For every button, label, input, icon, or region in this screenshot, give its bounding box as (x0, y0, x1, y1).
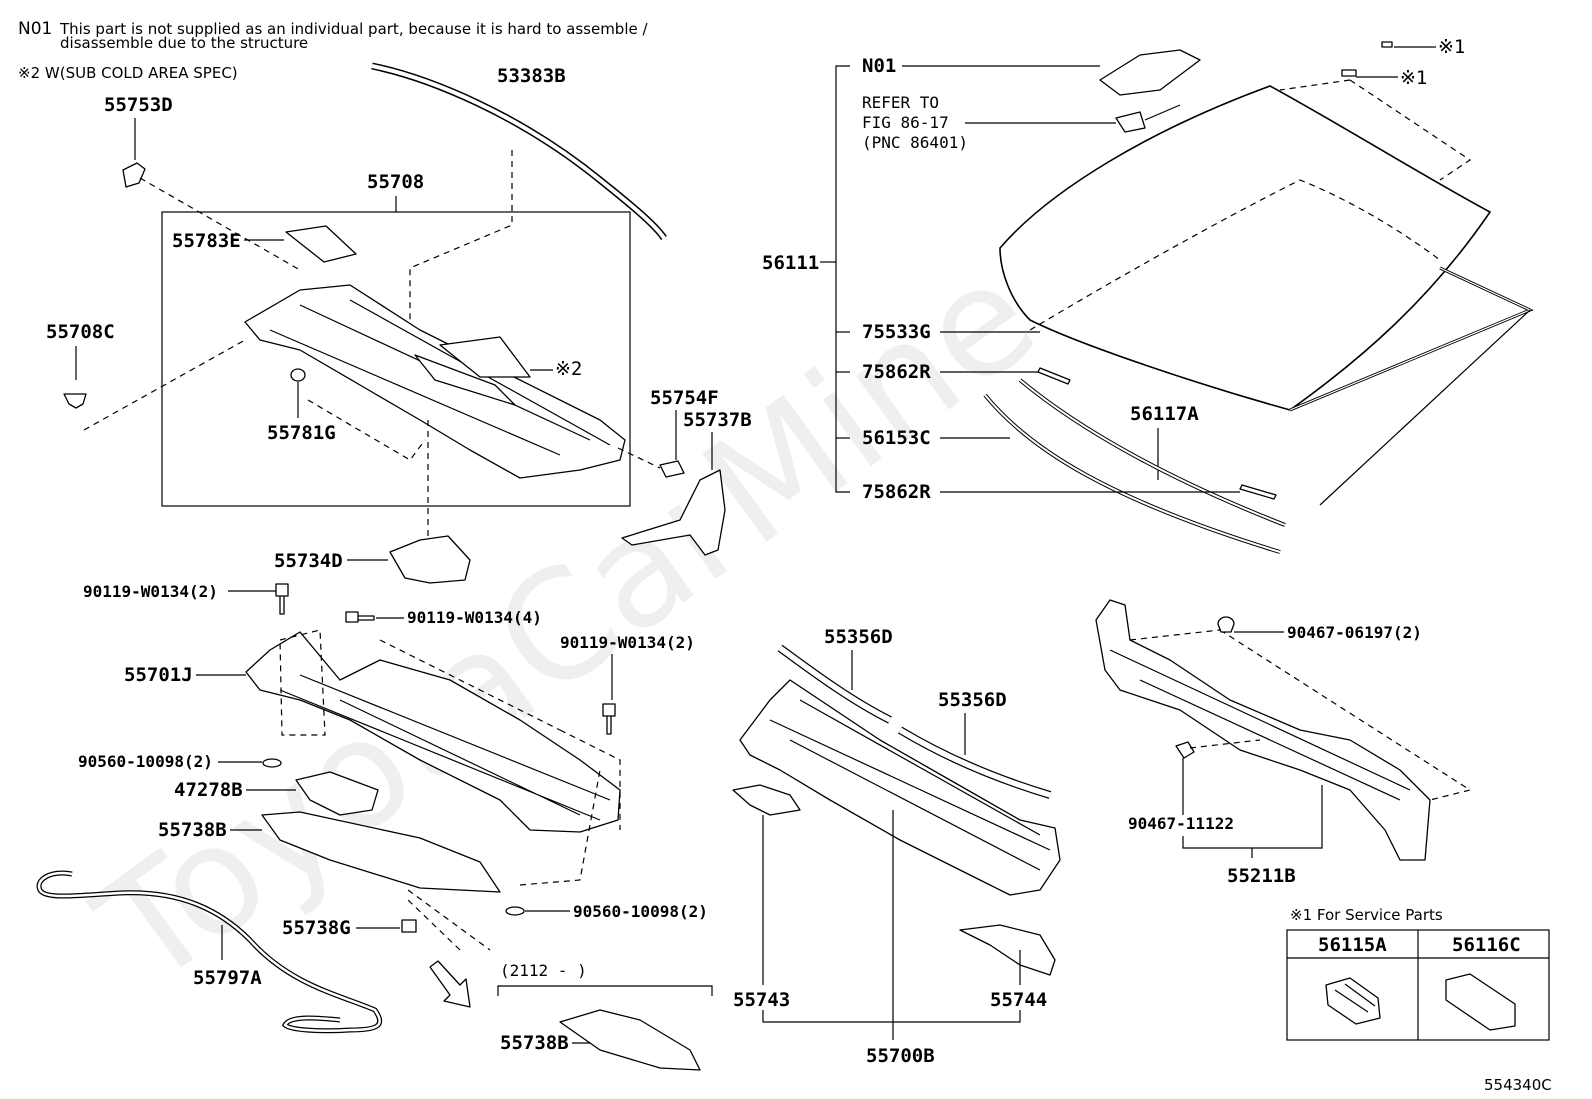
label-47278b: 47278B (174, 779, 243, 801)
label-55356d-1: 55356D (824, 626, 893, 648)
part-56115a (1325, 977, 1381, 1025)
label-mark1a: ※1 (1438, 36, 1465, 58)
note-n01-line2: disassemble due to the structure (60, 34, 308, 52)
label-55700b: 55700B (866, 1045, 935, 1067)
label-bolt-90119-c: 90119-W0134(2) (560, 633, 695, 652)
label-55783e: 55783E (172, 230, 241, 252)
label-55781g: 55781G (267, 422, 336, 444)
clip-55708c (63, 393, 87, 409)
refer-line-3: (PNC 86401) (862, 133, 968, 152)
clip-55781g (290, 368, 306, 382)
bolt-90119-c (602, 703, 616, 735)
stopper-75862r-1 (1037, 367, 1071, 385)
label-55743: 55743 (733, 989, 790, 1011)
label-mark2: ※2 (555, 358, 582, 380)
label-53383b: 53383B (497, 65, 566, 87)
part-56116c (1445, 973, 1516, 1031)
label-date-range: (2112 - ) (500, 961, 587, 980)
label-55734d: 55734D (274, 550, 343, 572)
refer-line-2: FIG 86-17 (862, 113, 949, 132)
label-55708: 55708 (367, 171, 424, 193)
label-55737b: 55737B (683, 409, 752, 431)
label-56111: 56111 (762, 252, 819, 274)
label-55753d: 55753D (104, 94, 173, 116)
legend-title: ※1 For Service Parts (1290, 906, 1443, 924)
label-55211b: 55211B (1227, 865, 1296, 887)
label-55797a: 55797A (193, 967, 262, 989)
cowl-panel-55211b (1095, 599, 1431, 861)
label-56117a: 56117A (1130, 403, 1199, 425)
bracket-55754f (659, 460, 685, 478)
label-55744: 55744 (990, 989, 1047, 1011)
label-n01: N01 (862, 55, 896, 77)
legend-col-56116c: 56116C (1452, 934, 1521, 956)
label-75862r-2: 75862R (862, 481, 931, 503)
duct-47278b (295, 771, 379, 816)
label-clip-90467-11122: 90467-11122 (1128, 814, 1234, 833)
bracket-55734d (389, 535, 471, 584)
piece-mark1a (1381, 41, 1393, 48)
refer-line-1: REFER TO (862, 93, 939, 112)
label-56153c: 56153C (862, 427, 931, 449)
note-n01-line1: This part is not supplied as an individu… (59, 20, 648, 38)
clip-55753d (122, 162, 146, 188)
label-bolt-90119-a: 90119-W0134(2) (83, 582, 218, 601)
label-mark1b: ※1 (1400, 67, 1427, 89)
label-55356d-2: 55356D (938, 689, 1007, 711)
washer-90560-b (505, 906, 525, 916)
note-2: ※2 W(SUB COLD AREA SPEC) (18, 64, 238, 82)
bolt-90119-a (275, 583, 289, 615)
label-75533g: 75533G (862, 321, 931, 343)
label-55754f: 55754F (650, 387, 719, 409)
bracket-55743 (732, 784, 801, 816)
cowl-panel-55701j (245, 631, 621, 833)
molding-56117a (1018, 378, 1286, 527)
label-55708c: 55708C (46, 321, 115, 343)
label-55738b-2: 55738B (500, 1032, 569, 1054)
sensor-86401 (1115, 111, 1146, 133)
bolt-90119-b (345, 611, 375, 623)
direction-arrow-icon (429, 960, 471, 1008)
label-55738g: 55738G (282, 917, 351, 939)
seal-55783e (285, 225, 357, 263)
stopper-75862r-2 (1239, 484, 1277, 500)
bracket-55737b (621, 469, 726, 556)
cowl-top-panel (244, 284, 626, 479)
label-washer-90560-b: 90560-10098(2) (573, 902, 708, 921)
label-clip-90467-06197: 90467-06197(2) (1287, 623, 1422, 642)
label-bolt-90119-b: 90119-W0134(4) (407, 608, 542, 627)
bracket-n01 (1099, 49, 1201, 96)
diagram-code: 554340C (1484, 1076, 1552, 1094)
label-55701j: 55701J (124, 664, 193, 686)
clip-90467-06197 (1217, 616, 1235, 633)
windshield-56111 (999, 85, 1491, 411)
clip-55738g (401, 919, 417, 933)
note-n01-code: N01 (18, 19, 52, 39)
seal-55738b (261, 811, 501, 893)
clip-90467-11122 (1175, 741, 1195, 759)
seal-55738b-2 (559, 1009, 701, 1071)
label-75862r-1: 75862R (862, 361, 931, 383)
label-55738b: 55738B (158, 819, 227, 841)
legend-col-56115a: 56115A (1318, 934, 1387, 956)
bracket-55744 (959, 924, 1056, 976)
piece-mark1b (1341, 69, 1357, 77)
label-washer-90560-a: 90560-10098(2) (78, 752, 213, 771)
cowl-panel-55700b (739, 679, 1061, 896)
washer-90560-a (262, 758, 282, 768)
